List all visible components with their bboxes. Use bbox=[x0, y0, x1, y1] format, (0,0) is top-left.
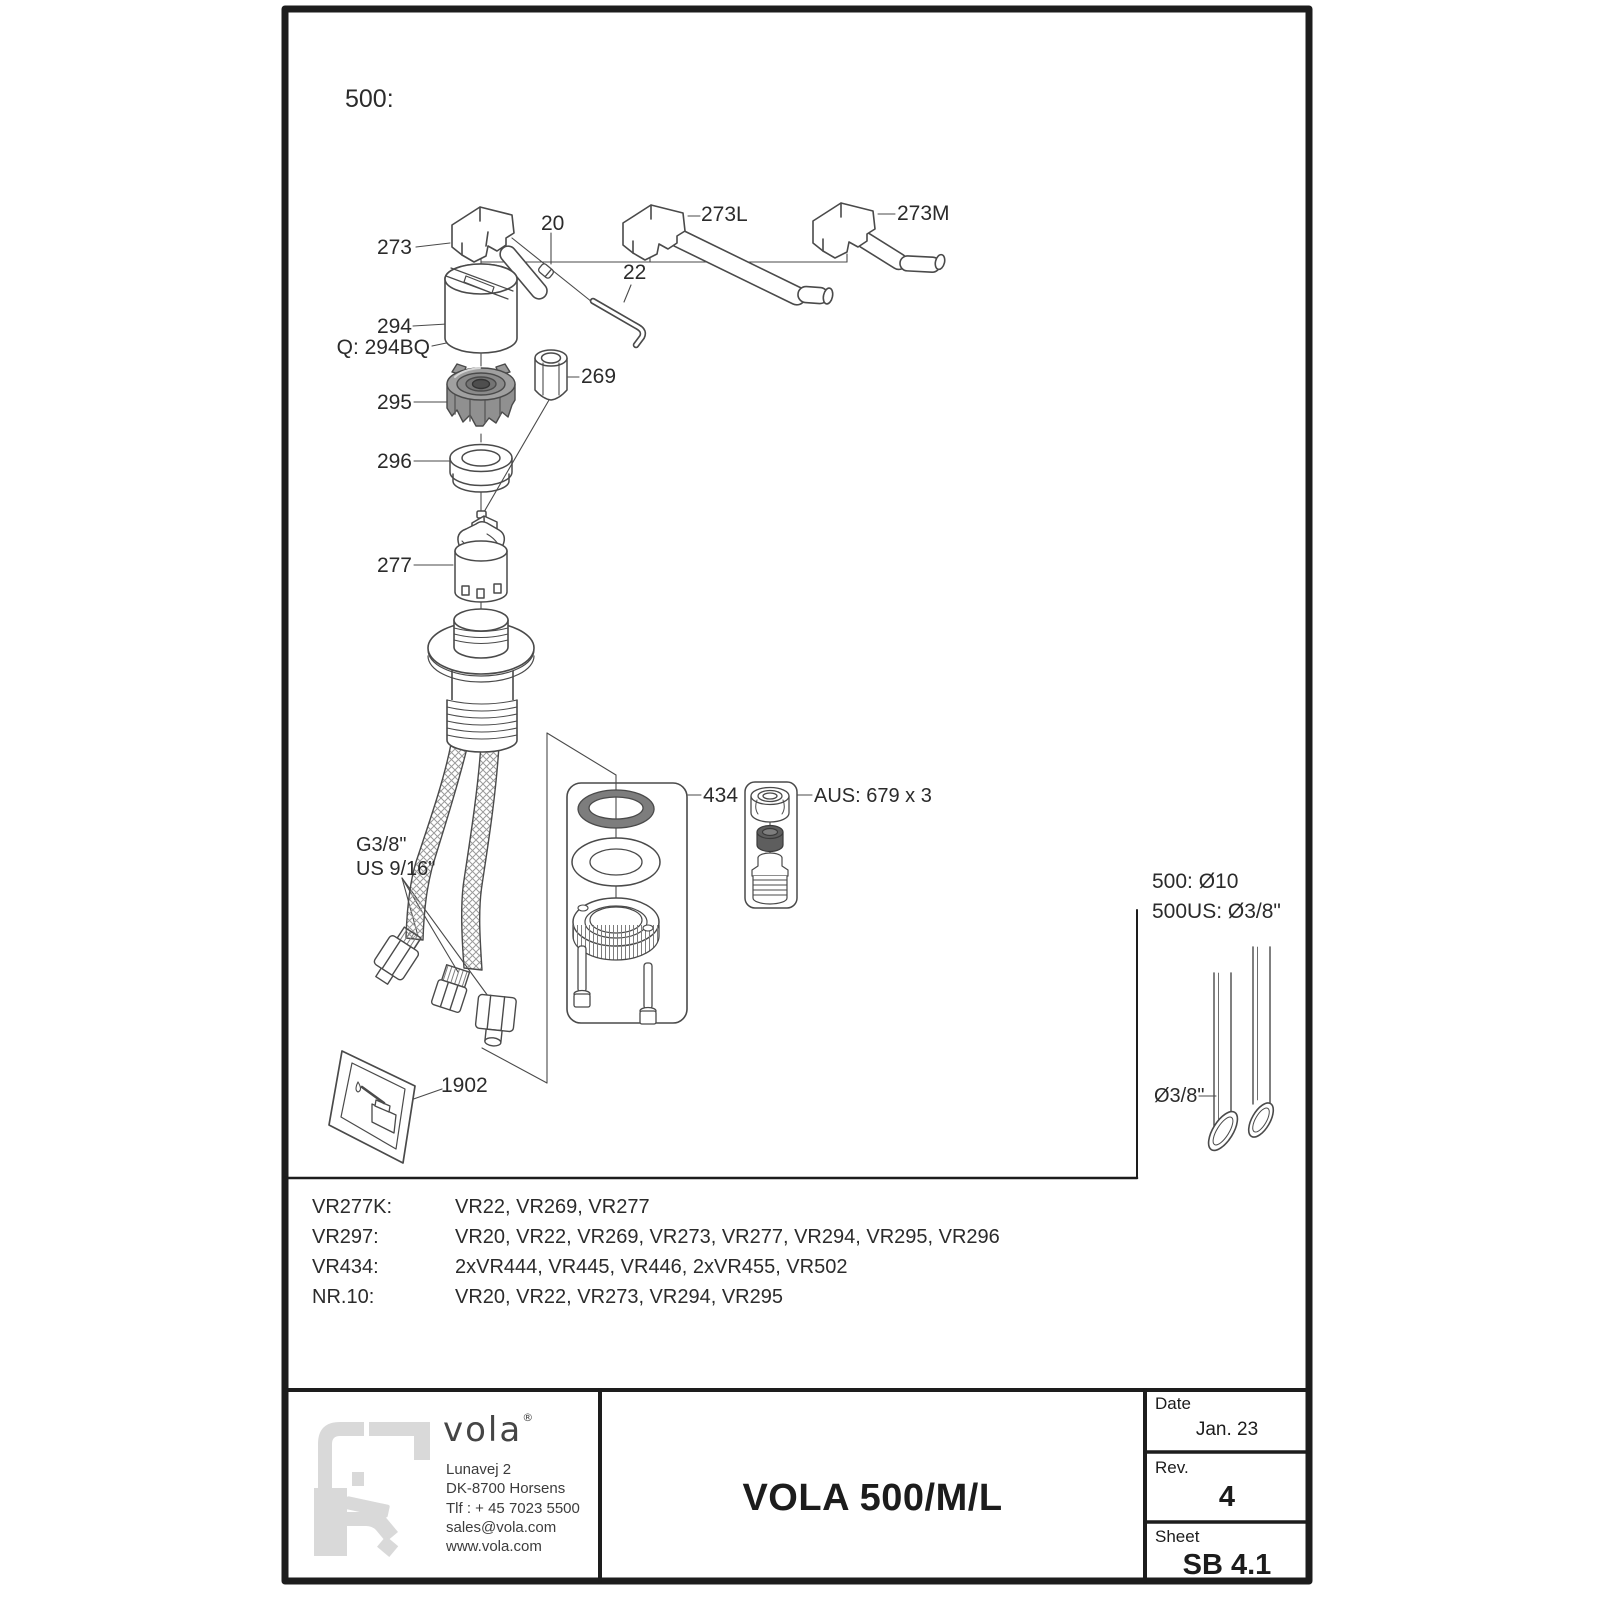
kit-contents: VR20, VR22, VR269, VR273, VR277, VR294, … bbox=[455, 1226, 1000, 1248]
kit-box-aus bbox=[744, 781, 798, 909]
drawing-frame bbox=[281, 5, 1313, 1585]
service-kit-list: VR277K: VR22, VR269, VR277 VR297: VR20, … bbox=[312, 1192, 1000, 1312]
registered-mark: ® bbox=[522, 1411, 534, 1424]
adapter-ring-296 bbox=[449, 443, 513, 493]
compression-seal bbox=[756, 824, 784, 853]
address-line: DK-8700 Horsens bbox=[446, 1480, 566, 1498]
vola-logo-faucet bbox=[314, 1422, 430, 1558]
hose-nut-large bbox=[474, 993, 517, 1047]
label-20: 20 bbox=[541, 212, 565, 235]
sheet-label: Sheet bbox=[1155, 1527, 1200, 1546]
address-line: sales@vola.com bbox=[446, 1518, 557, 1536]
date-label: Date bbox=[1155, 1394, 1191, 1413]
label-273M: 273M bbox=[897, 202, 950, 225]
label-434: 434 bbox=[703, 784, 739, 807]
hex-key-22 bbox=[589, 297, 647, 349]
label-294BQ: Q: 294BQ bbox=[336, 336, 430, 359]
figure-label: 500: bbox=[345, 85, 394, 113]
rev-value: 4 bbox=[1218, 1481, 1236, 1513]
label-1902: 1902 bbox=[441, 1074, 488, 1097]
label-295: 295 bbox=[376, 391, 412, 414]
oil-can-icon bbox=[355, 1081, 397, 1134]
grip-ring-295 bbox=[446, 363, 516, 427]
faucet-body bbox=[427, 608, 535, 753]
kit-contents: VR22, VR269, VR277 bbox=[455, 1196, 650, 1218]
logo-text: vola bbox=[443, 1410, 523, 1450]
set-screw-20 bbox=[538, 263, 554, 279]
label-thread-g38: G3/8" bbox=[356, 834, 407, 856]
label-277: 277 bbox=[376, 554, 412, 577]
compression-nut bbox=[750, 786, 790, 823]
kit-code: VR434: bbox=[312, 1256, 379, 1278]
grease-1902 bbox=[328, 1050, 416, 1164]
o-ring-seal bbox=[577, 789, 655, 829]
address-line: Lunavej 2 bbox=[446, 1461, 512, 1478]
company-address: Lunavej 2 DK-8700 Horsens Tlf : + 45 702… bbox=[446, 1460, 580, 1556]
kit-code: NR.10: bbox=[312, 1286, 375, 1308]
hex-adapter-269 bbox=[534, 349, 568, 401]
kit-row: NR.10: VR20, VR22, VR273, VR294, VR295 bbox=[312, 1282, 1000, 1312]
kit-row: VR277K: VR22, VR269, VR277 bbox=[312, 1192, 1000, 1222]
braided-hoses bbox=[373, 739, 517, 1047]
label-269: 269 bbox=[581, 365, 617, 388]
cartridge-277 bbox=[454, 510, 508, 603]
kit-row: VR434: 2xVR444, VR445, VR446, 2xVR455, V… bbox=[312, 1252, 1000, 1282]
handle-cap-294 bbox=[444, 263, 518, 354]
label-pipe-dia: Ø3/8" bbox=[1154, 1085, 1205, 1107]
handle-273M bbox=[812, 202, 946, 274]
kit-contents: 2xVR444, VR445, VR446, 2xVR455, VR502 bbox=[455, 1256, 848, 1278]
sheet-title: VOLA 500/M/L bbox=[742, 1477, 1003, 1519]
label-273: 273 bbox=[376, 236, 412, 259]
kit-code: VR297: bbox=[312, 1226, 379, 1248]
hose-collar bbox=[430, 964, 471, 1013]
kit-code: VR277K: bbox=[312, 1196, 393, 1218]
label-22: 22 bbox=[623, 261, 647, 284]
vola-logotype: vola® bbox=[443, 1410, 533, 1450]
kit-row: VR297: VR20, VR22, VR269, VR273, VR277, … bbox=[312, 1222, 1000, 1252]
label-aus: AUS: 679 x 3 bbox=[814, 785, 932, 807]
address-line: Tlf : + 45 7023 5500 bbox=[446, 1499, 580, 1517]
kit-box-434 bbox=[566, 782, 688, 1025]
label-thread-us916: US 9/16" bbox=[356, 858, 436, 880]
hose-nut-g38 bbox=[373, 926, 422, 985]
mounting-screws bbox=[573, 945, 657, 1025]
kit-contents: VR20, VR22, VR273, VR294, VR295 bbox=[455, 1286, 783, 1308]
threaded-fitting bbox=[751, 852, 789, 905]
label-pipe-500us: 500US: Ø3/8" bbox=[1152, 900, 1281, 923]
handle-273 bbox=[451, 206, 548, 300]
address-line: www.vola.com bbox=[446, 1538, 542, 1556]
inlet-pipes bbox=[1207, 946, 1275, 1152]
label-273L: 273L bbox=[701, 203, 748, 226]
label-pipe-500: 500: Ø10 bbox=[1152, 870, 1239, 893]
label-296: 296 bbox=[376, 450, 412, 473]
label-294: 294 bbox=[376, 315, 412, 338]
rev-label: Rev. bbox=[1155, 1458, 1189, 1477]
date-value: Jan. 23 bbox=[1195, 1419, 1259, 1440]
sheet-value: SB 4.1 bbox=[1182, 1549, 1272, 1581]
handle-273L bbox=[622, 204, 834, 306]
base-flange bbox=[572, 897, 660, 961]
